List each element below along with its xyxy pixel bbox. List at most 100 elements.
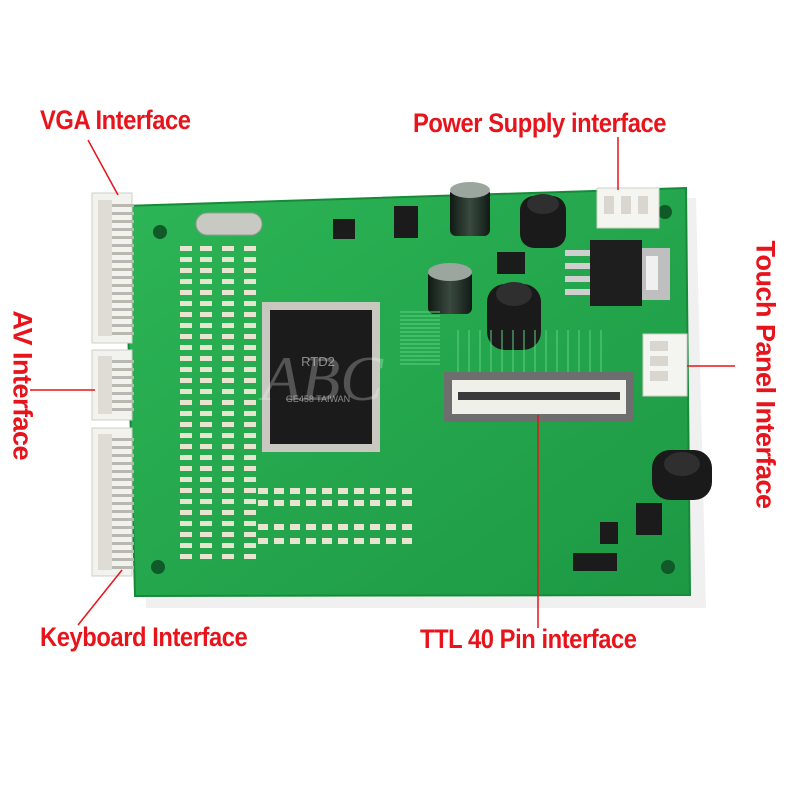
smd-part — [180, 532, 192, 537]
smd-part — [200, 543, 212, 548]
connector-pin — [112, 478, 134, 481]
smd-part — [200, 345, 212, 350]
smd-part — [370, 500, 380, 506]
smd-part — [258, 488, 268, 494]
smd-part — [386, 488, 396, 494]
smd-part — [222, 378, 234, 383]
smd-part — [244, 345, 256, 350]
smd-part — [338, 524, 348, 530]
smd-part — [244, 257, 256, 262]
ttl-40-pin-interface-label: TTL 40 Pin interface — [420, 624, 637, 654]
connector-pin — [112, 316, 134, 319]
vga-interface-label: VGA Interface — [40, 105, 191, 135]
smd-part — [180, 543, 192, 548]
smd-part — [180, 356, 192, 361]
chip-text-line1: RTD2 — [301, 354, 335, 369]
capacitor — [450, 182, 490, 236]
smd-part — [200, 521, 212, 526]
smd-part — [322, 538, 332, 544]
smd-part — [338, 538, 348, 544]
smd-part — [290, 500, 300, 506]
connector-pin — [112, 550, 134, 553]
smd-part — [274, 488, 284, 494]
smd-part — [354, 524, 364, 530]
connector-pin — [112, 534, 134, 537]
smd-part — [200, 389, 212, 394]
chip-text-line2: GE458 TAIWAN — [286, 394, 350, 404]
small-ic — [333, 219, 355, 239]
connector-pin — [112, 292, 134, 295]
smd-part — [386, 538, 396, 544]
connector-pin — [112, 438, 134, 441]
connector-pin — [112, 360, 134, 363]
smd-part — [200, 444, 212, 449]
connector-pin — [112, 486, 134, 489]
smd-part — [200, 246, 212, 251]
smd-part — [244, 532, 256, 537]
connector-pin — [112, 268, 134, 271]
smd-part — [244, 444, 256, 449]
connector-pin — [112, 408, 134, 411]
smd-part — [200, 290, 212, 295]
smd-part — [180, 510, 192, 515]
inductor — [520, 194, 566, 248]
smd-part — [200, 422, 212, 427]
smd-part — [322, 524, 332, 530]
smd-part — [244, 433, 256, 438]
small-ic — [573, 553, 617, 571]
inductor — [487, 282, 541, 350]
connector-pin — [112, 502, 134, 505]
smd-part — [180, 312, 192, 317]
smd-part — [244, 466, 256, 471]
smd-part — [222, 543, 234, 548]
connector-pins — [112, 204, 134, 569]
smd-part — [180, 444, 192, 449]
smd-part — [222, 323, 234, 328]
smd-part — [370, 538, 380, 544]
smd-part — [306, 500, 316, 506]
smd-part — [200, 488, 212, 493]
smd-part — [222, 477, 234, 482]
smd-part — [222, 345, 234, 350]
smd-part — [290, 538, 300, 544]
smd-part — [244, 301, 256, 306]
main-chip: RTD2 GE458 TAIWAN — [262, 302, 380, 452]
connector-pin — [112, 212, 134, 215]
keyboard-pointer — [77, 569, 123, 626]
smd-part — [244, 477, 256, 482]
smd-part — [244, 400, 256, 405]
smd-part — [244, 279, 256, 284]
smd-part — [180, 466, 192, 471]
smd-part — [222, 488, 234, 493]
smd-part — [354, 538, 364, 544]
connector-pin — [112, 332, 134, 335]
smd-part — [200, 378, 212, 383]
smd-part — [222, 400, 234, 405]
connector-pin — [112, 228, 134, 231]
connector-pin — [112, 446, 134, 449]
smd-component-grid — [180, 246, 412, 559]
smd-part — [306, 524, 316, 530]
capacitor — [428, 263, 472, 314]
smd-part — [180, 433, 192, 438]
mount-hole — [153, 225, 167, 239]
connector-pin — [112, 384, 134, 387]
connector-pin — [112, 368, 134, 371]
smd-part — [222, 246, 234, 251]
voltage-regulator — [565, 240, 670, 306]
small-ic — [497, 252, 525, 274]
smd-part — [180, 389, 192, 394]
small-ic — [636, 503, 662, 535]
keyboard-interface-label: Keyboard Interface — [40, 622, 248, 652]
smd-part — [200, 411, 212, 416]
connector-pin — [112, 510, 134, 513]
smd-part — [200, 433, 212, 438]
vga-pointer — [87, 139, 119, 196]
smd-part — [274, 524, 284, 530]
smd-part — [244, 510, 256, 515]
smd-part — [222, 444, 234, 449]
mount-hole — [661, 560, 675, 574]
smd-part — [244, 378, 256, 383]
